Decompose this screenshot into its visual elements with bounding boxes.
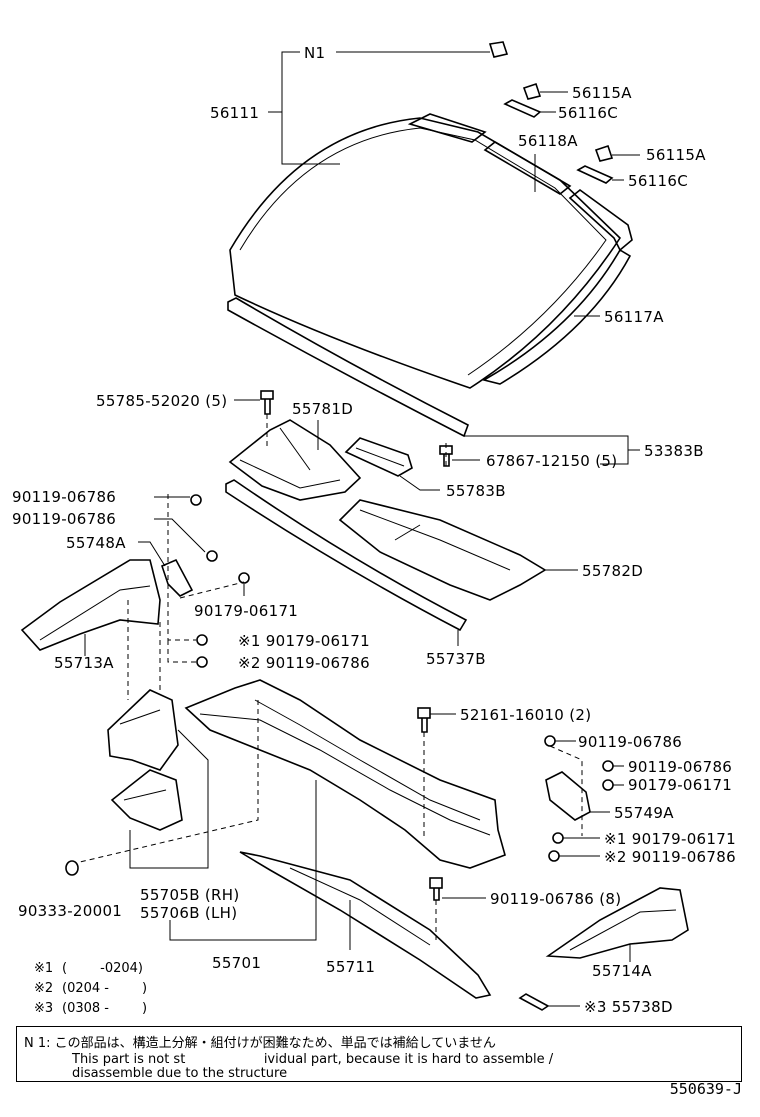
legend-range-3: (0308 - ) [62, 1001, 147, 1016]
label-90119-a: 90119-06786 [12, 488, 116, 506]
plug [65, 860, 79, 876]
bracket-right [545, 771, 591, 821]
label-55782d: 55782D [582, 562, 643, 580]
label-90119-f: ※2 90119-06786 [604, 848, 736, 866]
bracket-left [161, 558, 194, 597]
label-90119-d: 90119-06786 [578, 733, 682, 751]
label-55737b: 55737B [426, 650, 486, 668]
note-japanese: N 1: この部品は、構造上分解・組付けが困難なため、単品では補給していません [24, 1036, 496, 1051]
note-box [16, 1026, 742, 1082]
label-90179-b: ※1 90179-06171 [238, 632, 370, 650]
label-55785: 55785-52020 (5) [96, 392, 227, 410]
label-55711: 55711 [326, 958, 375, 976]
label-55738d: ※3 55738D [584, 998, 673, 1016]
label-56118a: 56118A [518, 132, 578, 150]
label-55783b: 55783B [446, 482, 506, 500]
label-55714a: 55714A [592, 962, 652, 980]
leader-lines [79, 51, 640, 1007]
label-90333: 90333-20001 [18, 902, 122, 920]
label-55749a: 55749A [614, 804, 674, 822]
note-english-line1: This part is not st ividual part, becaus… [72, 1052, 554, 1067]
label-90179-a: 90179-06171 [194, 602, 298, 620]
label-67867: 67867-12150 (5) [486, 452, 617, 470]
label-56115a-top: 56115A [572, 84, 632, 102]
label-55701: 55701 [212, 954, 261, 972]
side-panel-left [20, 559, 161, 651]
label-90179-d: ※1 90179-06171 [604, 830, 736, 848]
cowl-louver-right [338, 499, 547, 601]
label-52161: 52161-16010 (2) [460, 706, 591, 724]
clips [488, 41, 614, 184]
cowl-louver-left [228, 419, 362, 501]
date-range-legend: ※1 ( -0204) ※2 (0204 - ) ※3 (0308 - ) [34, 961, 147, 1016]
legend-mark-3: ※3 [34, 1001, 53, 1016]
label-n1: N1 [304, 44, 325, 62]
label-56116c-top: 56116C [558, 104, 618, 122]
brace-upper [107, 689, 179, 771]
legend-mark-1: ※1 [34, 961, 53, 976]
note-english-line2: disassemble due to the structure [72, 1066, 288, 1081]
label-55781d: 55781D [292, 400, 353, 418]
side-moulding [481, 248, 632, 385]
label-55705b: 55705B (RH) [140, 886, 239, 904]
label-90179-c: 90179-06171 [628, 776, 732, 794]
legend-range-2: (0204 - ) [62, 981, 147, 996]
bolts-left [190, 494, 250, 668]
legend-mark-2: ※2 [34, 981, 53, 996]
side-panel-right [545, 887, 689, 959]
cowl-lower-panel [239, 851, 492, 999]
bolt-90119-8 [429, 877, 443, 901]
bolt-55785 [260, 390, 274, 415]
cowl-seal [225, 479, 468, 632]
label-56117a: 56117A [604, 308, 664, 326]
label-90119-g: 90119-06786 (8) [490, 890, 621, 908]
cowl-louver-small [344, 437, 413, 477]
label-55713a: 55713A [54, 654, 114, 672]
label-56115a-right: 56115A [646, 146, 706, 164]
label-55748a: 55748A [66, 534, 126, 552]
label-90119-b: 90119-06786 [12, 510, 116, 528]
label-90119-c: ※2 90119-06786 [238, 654, 370, 672]
legend-range-1: ( -0204) [62, 961, 143, 976]
clip-55738D [518, 993, 550, 1011]
part-labels: N1 56111 56115A 56116C 56118A 56115A 561… [12, 44, 736, 1016]
label-56116c-right: 56116C [628, 172, 688, 190]
cowl-panel [184, 679, 506, 869]
label-55706b: 55706B (LH) [140, 904, 237, 922]
bolts-right [544, 735, 614, 862]
diagram-code: 550639-J [669, 1080, 742, 1098]
lower-moulding [227, 297, 469, 438]
label-53383b: 53383B [644, 442, 704, 460]
windshield-glass [229, 117, 622, 389]
label-90119-e: 90119-06786 [628, 758, 732, 776]
label-56111: 56111 [210, 104, 259, 122]
brace-lower [110, 769, 183, 831]
bolt-52161 [417, 707, 431, 733]
